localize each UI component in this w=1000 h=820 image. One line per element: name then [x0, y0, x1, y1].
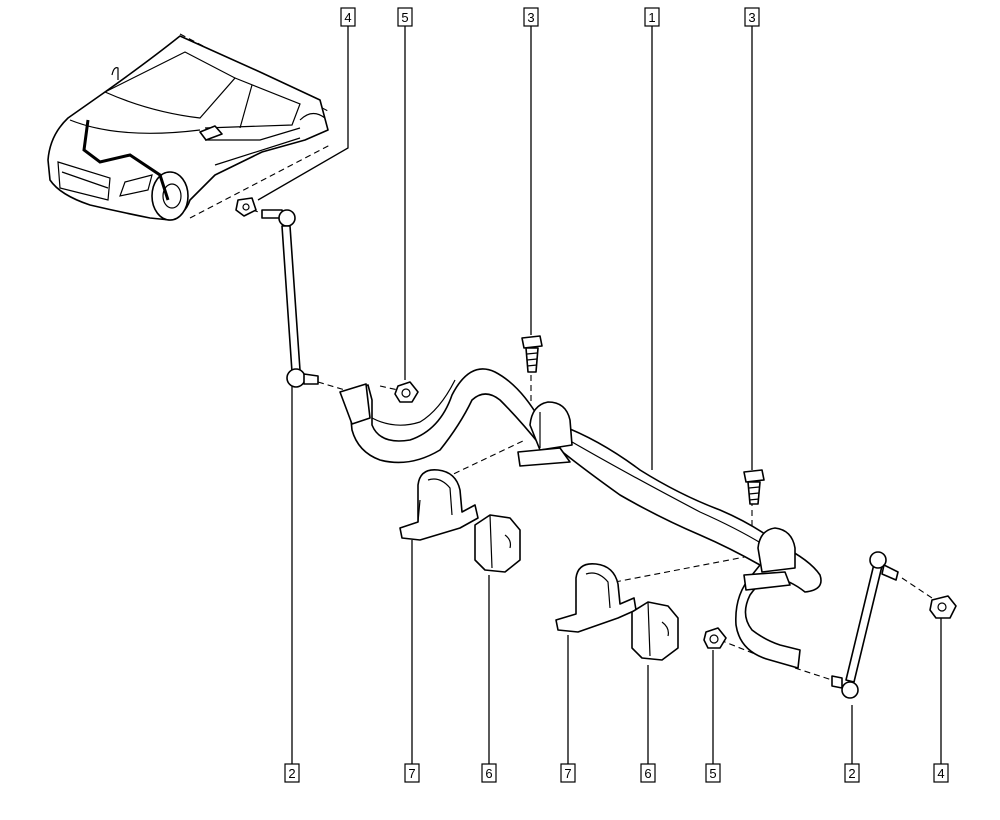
callout-bottom-2-right: 2: [844, 763, 860, 783]
left-drop-link: [261, 209, 319, 388]
svg-text:7: 7: [564, 766, 571, 781]
right-link-nut: [929, 595, 957, 619]
callout-bottom-5: 5: [705, 763, 721, 783]
callout-top-4: 4: [340, 7, 356, 27]
left-rubber-bush: [474, 514, 521, 573]
svg-text:4: 4: [937, 766, 944, 781]
left-link-nut: [235, 197, 257, 217]
callout-bottom-7-left: 7: [404, 763, 420, 783]
callout-top-1: 1: [644, 7, 660, 27]
svg-text:3: 3: [527, 10, 534, 25]
svg-text:6: 6: [644, 766, 651, 781]
svg-text:5: 5: [401, 10, 408, 25]
callout-bottom-6-left: 6: [481, 763, 497, 783]
leader-lines: [257, 26, 942, 764]
svg-text:4: 4: [344, 10, 351, 25]
anti-roll-bar: [339, 368, 822, 669]
left-bar-nut: [394, 381, 419, 403]
callout-top-5: 5: [397, 7, 413, 27]
right-bracket-bolt: [743, 469, 765, 505]
right-drop-link: [831, 551, 899, 699]
svg-text:1: 1: [648, 10, 655, 25]
svg-text:3: 3: [748, 10, 755, 25]
callout-bottom-2-left: 2: [284, 763, 300, 783]
svg-text:2: 2: [288, 766, 295, 781]
svg-text:2: 2: [848, 766, 855, 781]
right-clamp-bracket: [555, 562, 637, 633]
vehicle-locator-illustration: [47, 33, 331, 221]
svg-text:5: 5: [709, 766, 716, 781]
bar-bushing-right-mounted: [743, 527, 796, 591]
callout-top-3-right: 3: [744, 7, 760, 27]
callout-bottom-6-right: 6: [640, 763, 656, 783]
svg-text:6: 6: [485, 766, 492, 781]
callout-bottom-4-right: 4: [933, 763, 949, 783]
bar-bushing-left-mounted: [517, 401, 573, 467]
right-rubber-bush: [631, 601, 679, 661]
callout-bottom-7-right: 7: [560, 763, 576, 783]
right-bar-nut: [703, 627, 727, 649]
left-clamp-bracket: [399, 468, 479, 541]
left-bracket-bolt: [521, 335, 543, 373]
callout-top-3-left: 3: [523, 7, 539, 27]
svg-text:7: 7: [408, 766, 415, 781]
